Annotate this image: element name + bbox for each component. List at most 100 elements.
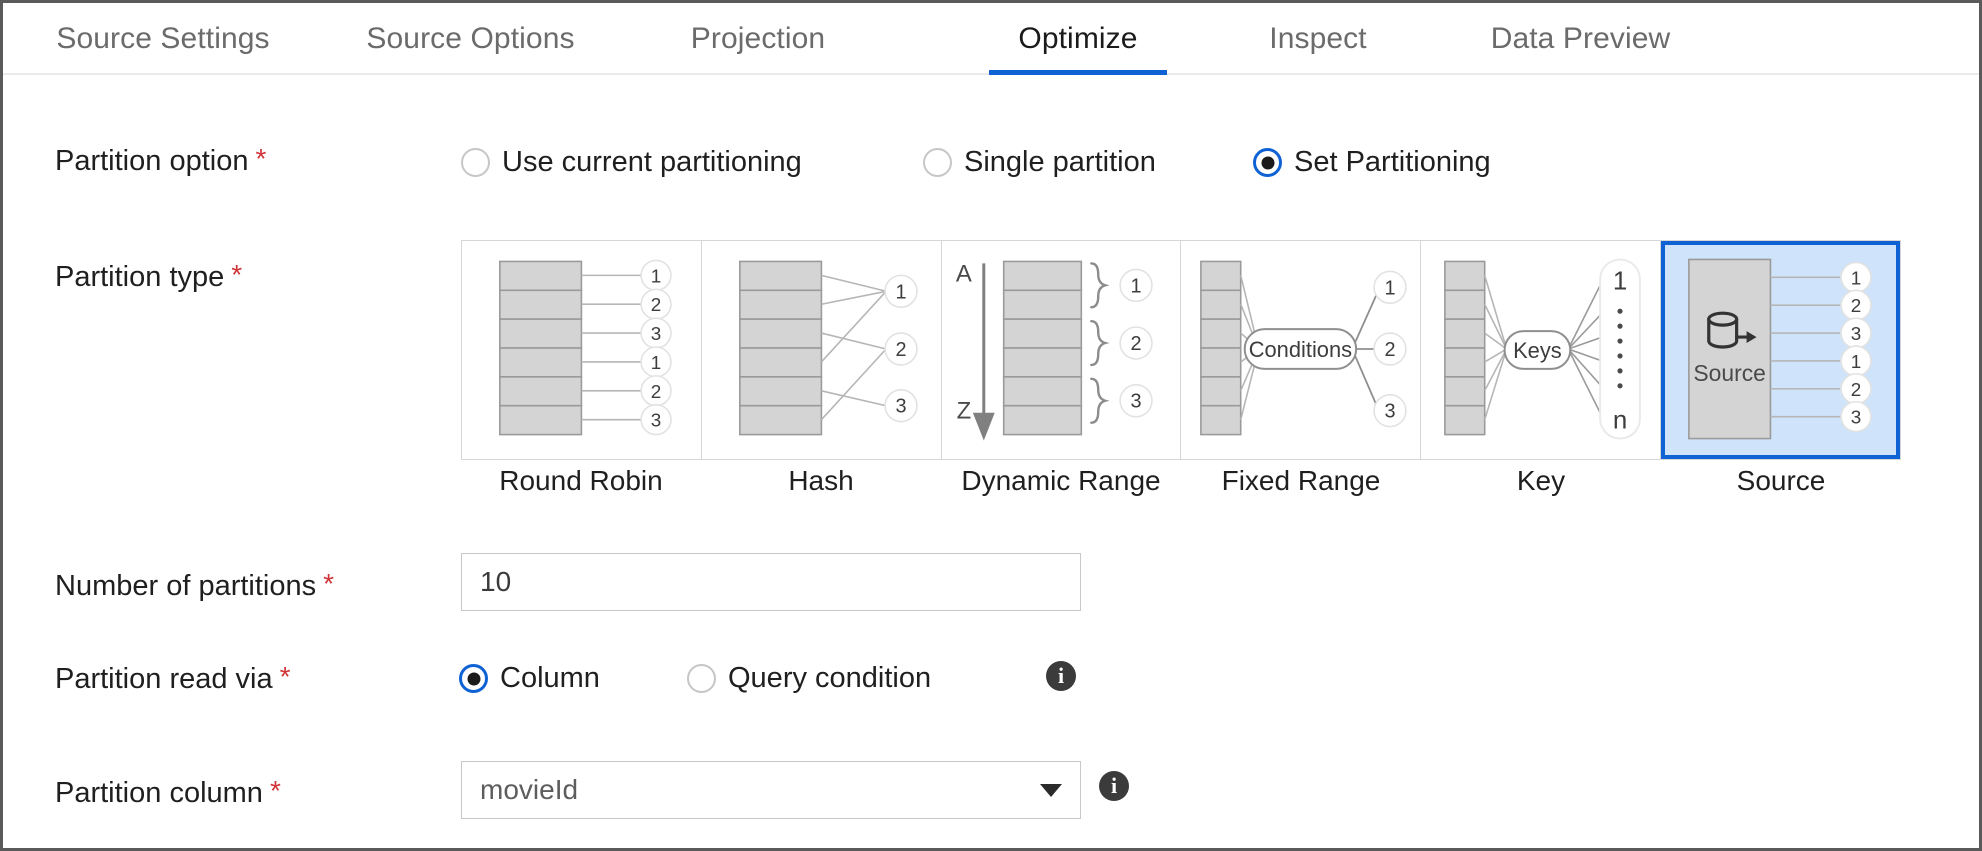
partition-type-card-key[interactable]: Keys 1 n [1421,241,1662,459]
chevron-down-icon[interactable] [1040,783,1062,797]
tab-data-preview[interactable]: Data Preview [1468,3,1693,75]
svg-text:2: 2 [651,295,662,316]
tab-label: Projection [690,22,826,55]
round-robin-diagram-icon: 1 2 3 1 2 3 [499,259,672,436]
tab-label: Inspect [1269,22,1367,55]
svg-text:3: 3 [1130,391,1141,413]
radio-circle-icon [923,148,952,177]
partition-type-card-dynamic-range[interactable]: A Z [941,241,1182,459]
required-asterisk: * [255,143,267,174]
required-asterisk: * [269,775,281,806]
info-glyph: i [1110,773,1118,798]
label-text: Partition option [55,145,249,177]
tab-bar: Source Settings Source Options Projectio… [3,3,1979,75]
svg-text:3: 3 [1851,408,1862,429]
partition-column-label: Partition column* [55,775,281,810]
svg-text:3: 3 [1851,324,1862,345]
radio-use-current-partitioning[interactable]: Use current partitioning [461,146,802,179]
svg-text:3: 3 [651,411,662,432]
label-text: Partition column [55,777,263,809]
svg-text:2: 2 [895,339,906,361]
partition-type-gallery: 1 2 3 1 2 3 [461,240,1901,460]
select-value: movieId [480,774,579,805]
tab-label: Data Preview [1490,22,1671,55]
partition-type-label-hash: Hash [788,465,854,496]
tab-source-settings[interactable]: Source Settings [43,3,283,75]
partition-read-via-info-icon[interactable]: i [1046,661,1076,691]
svg-text:2: 2 [1851,380,1862,401]
svg-text:1: 1 [1130,275,1141,297]
key-range-start: 1 [1613,267,1627,295]
axis-start-letter: A [956,260,972,287]
svg-text:1: 1 [1851,268,1862,289]
svg-text:1: 1 [651,353,662,374]
number-of-partitions-label: Number of partitions* [55,568,334,603]
partition-type-label: Partition type* [55,259,242,294]
radio-label: Use current partitioning [502,146,802,178]
tab-optimize[interactable]: Optimize [983,3,1173,75]
partition-column-select[interactable]: movieId [461,761,1081,819]
label-text: Partition read via [55,663,273,695]
svg-text:1: 1 [1851,352,1862,373]
partition-type-label-round-robin: Round Robin [499,465,663,496]
keys-node-label: Keys [1513,338,1562,363]
svg-text:2: 2 [1851,296,1862,317]
partition-type-card-round-robin[interactable]: 1 2 3 1 2 3 [462,241,702,459]
svg-text:2: 2 [1130,333,1141,355]
tab-projection[interactable]: Projection [663,3,853,75]
required-asterisk: * [323,568,335,599]
info-glyph: i [1057,663,1065,688]
radio-label: Query condition [728,662,932,694]
svg-text:3: 3 [895,396,906,418]
tab-label: Source Settings [56,22,270,55]
svg-text:1: 1 [895,281,906,303]
radio-circle-icon [461,148,490,177]
partition-type-label-fixed-range: Fixed Range [1221,465,1381,496]
partition-type-label-source: Source [1736,465,1826,496]
source-node-label: Source [1694,360,1766,386]
partition-type-card-source[interactable]: Source 1 2 3 1 2 3 [1661,241,1900,459]
label-text: Number of partitions [55,570,317,602]
svg-text:1: 1 [1385,277,1396,299]
required-asterisk: * [279,661,291,692]
tab-inspect[interactable]: Inspect [1238,3,1398,75]
radio-set-partitioning[interactable]: Set Partitioning [1253,146,1491,179]
partition-type-label-dynamic-range: Dynamic Range [961,465,1161,496]
conditions-node-label: Conditions [1249,337,1352,362]
partition-type-card-fixed-range[interactable]: Conditions 1 2 3 [1181,241,1422,459]
radio-circle-selected-icon [1253,148,1282,177]
radio-circle-icon [687,664,716,693]
label-text: Partition type [55,261,225,293]
radio-read-via-column[interactable]: Column [459,662,600,695]
radio-single-partition[interactable]: Single partition [923,146,1156,179]
radio-circle-selected-icon [459,664,488,693]
partition-read-via-label: Partition read via* [55,661,291,696]
input-value: 10 [480,566,512,597]
svg-text:3: 3 [1385,401,1396,423]
radio-label: Set Partitioning [1294,146,1491,178]
tab-underline [989,70,1167,75]
partition-type-card-hash[interactable]: 1 2 3 [701,241,942,459]
tab-label: Optimize [1018,22,1138,55]
partition-type-label-key: Key [1516,465,1566,496]
partition-option-label: Partition option* [55,143,266,178]
svg-text:2: 2 [651,382,662,403]
svg-text:2: 2 [1385,339,1396,361]
radio-label: Single partition [964,146,1156,178]
partition-type-label-row: Round Robin Hash Dynamic Range Fixed Ran… [461,465,1901,509]
source-diagram-icon: Source 1 2 3 1 2 3 [1688,258,1872,440]
tab-label: Source Options [366,22,575,55]
radio-label: Column [500,662,600,694]
key-range-end: n [1613,407,1627,435]
svg-text:1: 1 [651,266,662,287]
tab-source-options[interactable]: Source Options [353,3,588,75]
hash-diagram-icon: 1 2 3 [738,260,918,436]
required-asterisk: * [231,259,243,290]
radio-read-via-query-condition[interactable]: Query condition [687,662,931,695]
partition-column-info-icon[interactable]: i [1099,771,1129,801]
svg-text:3: 3 [651,324,662,345]
number-of-partitions-input[interactable]: 10 [461,553,1081,611]
axis-end-letter: Z [956,398,971,425]
dynamic-range-diagram-icon: A Z [956,260,1153,441]
